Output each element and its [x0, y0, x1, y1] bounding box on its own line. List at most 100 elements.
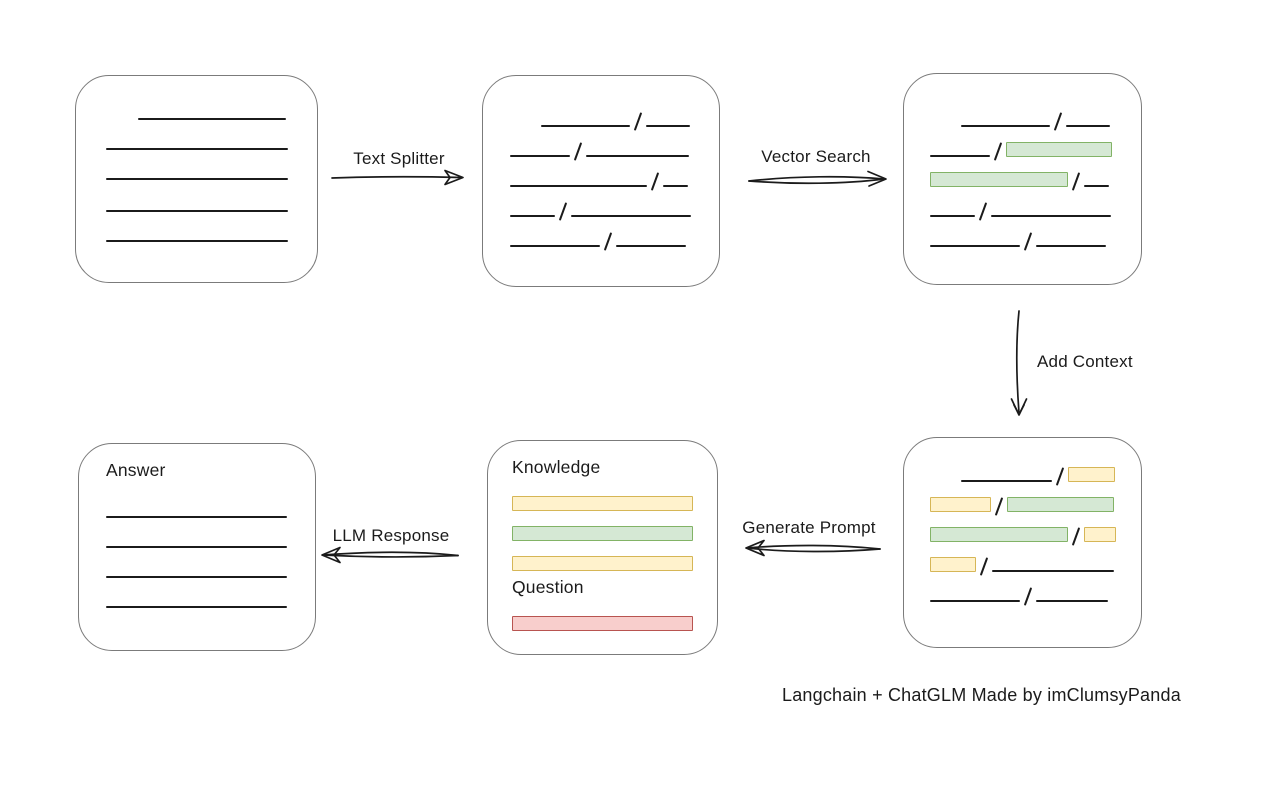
chunk-row: [512, 603, 717, 631]
text-splitter-label: Text Splitter: [353, 149, 445, 168]
text-line: [571, 215, 691, 217]
chunk-row: [106, 90, 317, 120]
chunk-row: [930, 542, 1141, 576]
text-line: [586, 155, 689, 157]
text-line: [961, 125, 1050, 127]
context-chunks-lines: [930, 452, 1141, 606]
chunk-row: [106, 150, 317, 180]
chunk-row: [106, 212, 317, 242]
knowledge-label: Knowledge: [512, 457, 601, 477]
chunk-row: [512, 481, 717, 511]
prompt-box: Knowledge Question: [487, 440, 718, 655]
text-line: [106, 576, 287, 578]
text-line: [991, 215, 1111, 217]
yellow-chunk-bar: [1068, 467, 1115, 482]
text-line: [541, 125, 630, 127]
text-splitter-arrow: [331, 169, 464, 186]
chunk-row: [106, 180, 317, 212]
chunk-row: [930, 512, 1141, 546]
diagram-caption: Langchain + ChatGLM Made by imClumsyPand…: [782, 685, 1181, 705]
chunk-row: [510, 217, 719, 251]
document-lines: [106, 90, 317, 242]
chunk-row: [106, 120, 317, 150]
text-line: [1066, 125, 1110, 127]
chunk-row: [512, 511, 717, 541]
text-line: [106, 546, 287, 548]
split-chunks-box: [482, 75, 720, 287]
red-chunk-bar: [512, 616, 693, 631]
matched-chunks-box: [903, 73, 1142, 285]
slash-separator: [1023, 232, 1033, 251]
text-line: [961, 480, 1052, 482]
text-line: [106, 148, 288, 150]
text-line: [106, 210, 288, 212]
text-line: [1036, 245, 1106, 247]
text-line: [646, 125, 690, 127]
yellow-chunk-bar: [930, 557, 976, 572]
text-line: [930, 245, 1020, 247]
answer-label: Answer: [106, 460, 166, 480]
green-chunk-bar: [512, 526, 693, 541]
chunk-row: [930, 157, 1141, 191]
generate-prompt-label: Generate Prompt: [742, 518, 876, 537]
chunk-row: [106, 488, 315, 518]
text-line: [510, 185, 647, 187]
chunk-row: [512, 541, 717, 571]
text-line: [930, 155, 990, 157]
llm-response-label: LLM Response: [332, 526, 450, 545]
text-line: [510, 245, 600, 247]
text-line: [510, 155, 570, 157]
yellow-chunk-bar: [1084, 527, 1116, 542]
text-line: [992, 570, 1114, 572]
text-line: [510, 215, 555, 217]
context-chunks-box: [903, 437, 1142, 648]
chunk-row: [930, 452, 1141, 486]
green-chunk-bar: [1007, 497, 1114, 512]
text-line: [106, 178, 288, 180]
chunk-row: [930, 572, 1141, 606]
slash-separator: [1023, 587, 1033, 606]
chunk-row: [106, 548, 315, 578]
chunk-row: [106, 518, 315, 548]
vector-search-label: Vector Search: [761, 147, 871, 166]
text-line: [1036, 600, 1108, 602]
green-chunk-bar: [1006, 142, 1112, 157]
add-context-label: Add Context: [1037, 352, 1133, 371]
question-label: Question: [512, 577, 584, 597]
yellow-chunk-bar: [512, 496, 693, 511]
answer-box: Answer: [78, 443, 316, 651]
yellow-chunk-bar: [512, 556, 693, 571]
yellow-chunk-bar: [930, 497, 991, 512]
split-chunks-lines: [510, 97, 719, 251]
chunk-row: [930, 187, 1141, 221]
document-box: [75, 75, 318, 283]
chunk-row: [930, 482, 1141, 516]
green-chunk-bar: [930, 172, 1068, 187]
text-line: [106, 516, 287, 518]
vector-search-arrow: [748, 170, 887, 187]
chunk-row: [510, 97, 719, 131]
text-line: [616, 245, 686, 247]
answer-lines: [106, 488, 315, 608]
text-line: [106, 240, 288, 242]
generate-prompt-arrow: [745, 539, 881, 557]
chunk-row: [930, 127, 1141, 161]
text-line: [930, 215, 975, 217]
add-context-arrow: [1010, 310, 1028, 416]
question-bars: [512, 603, 717, 631]
text-line: [930, 600, 1020, 602]
matched-chunks-lines: [930, 97, 1141, 251]
text-line: [663, 185, 688, 187]
chunk-row: [930, 217, 1141, 251]
chunk-row: [510, 127, 719, 161]
chunk-row: [106, 578, 315, 608]
knowledge-bars: [512, 481, 717, 571]
green-chunk-bar: [930, 527, 1068, 542]
llm-response-arrow: [321, 546, 459, 564]
chunk-row: [510, 187, 719, 221]
chunk-row: [510, 157, 719, 191]
chunk-row: [930, 97, 1141, 131]
text-line: [138, 118, 286, 120]
text-line: [106, 606, 287, 608]
